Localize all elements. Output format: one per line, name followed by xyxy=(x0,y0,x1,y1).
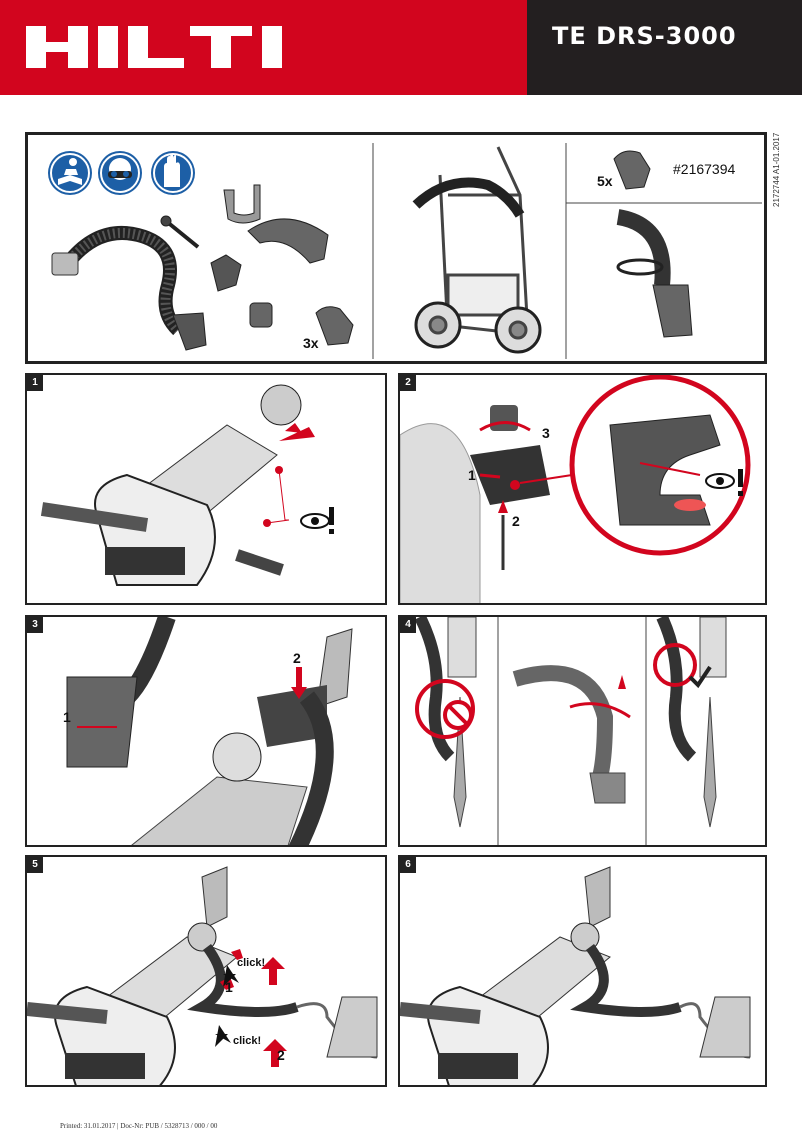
spare-clip-drawing xyxy=(613,150,651,190)
step-number: 6 xyxy=(400,857,416,873)
parts-quantity: 3x xyxy=(303,335,319,351)
step-2-panel: 2 1 2 3 xyxy=(398,373,767,605)
overview-drawing xyxy=(48,143,762,359)
cart-drawing xyxy=(412,146,542,354)
step-2-drawing xyxy=(400,375,751,603)
step-number: 3 xyxy=(27,617,43,633)
model-bar xyxy=(527,0,802,95)
header: TE DRS-3000 xyxy=(0,0,802,95)
callout-3: 3 xyxy=(542,425,550,441)
callout-1: 1 xyxy=(63,709,71,725)
document-id: 2172744 A1-01.2017 xyxy=(772,132,781,207)
step-6-drawing xyxy=(400,866,751,1085)
step-1-panel: 1 xyxy=(25,373,387,605)
step-number: 1 xyxy=(27,375,43,391)
click-label-1: click! xyxy=(237,957,266,969)
callout-2: 2 xyxy=(512,513,520,529)
print-info: Printed: 31.01.2017 | Doc-Nr: PUB / 5328… xyxy=(60,1122,218,1130)
spare-part-number: #2167394 xyxy=(673,161,736,177)
step-4-drawing xyxy=(414,617,727,845)
callout-2: 2 xyxy=(277,1047,285,1063)
overview-panel: 3x 5x #2167394 xyxy=(25,132,767,364)
step-number: 5 xyxy=(27,857,43,873)
step-number: 4 xyxy=(400,617,416,633)
hilti-logo xyxy=(26,26,282,68)
callout-1: 1 xyxy=(225,979,233,995)
step-1-drawing xyxy=(40,384,334,586)
step-number: 2 xyxy=(400,375,416,391)
inspect-icon xyxy=(300,507,334,534)
callout-2: 2 xyxy=(293,650,301,666)
dust-hose-drawing xyxy=(51,225,207,351)
model-title: TE DRS-3000 xyxy=(552,22,737,50)
inspect-icon xyxy=(705,469,743,496)
step-5-drawing xyxy=(27,866,378,1085)
step-6-panel: 6 xyxy=(398,855,767,1087)
eye-protection-icon xyxy=(98,151,142,195)
step-5-panel: 5 click! 1 click! 2 xyxy=(25,855,387,1087)
step-3-drawing xyxy=(66,617,353,845)
callout-1: 1 xyxy=(468,467,476,483)
read-manual-icon xyxy=(48,151,92,195)
hose-end-drawing xyxy=(616,209,693,338)
gloves-icon xyxy=(151,151,195,195)
click-label-2: click! xyxy=(233,1035,262,1047)
step-3-panel: 3 1 2 xyxy=(25,615,387,847)
step-4-panel: 4 xyxy=(398,615,767,847)
parts-drawing xyxy=(160,184,354,346)
spare-quantity: 5x xyxy=(597,173,613,189)
